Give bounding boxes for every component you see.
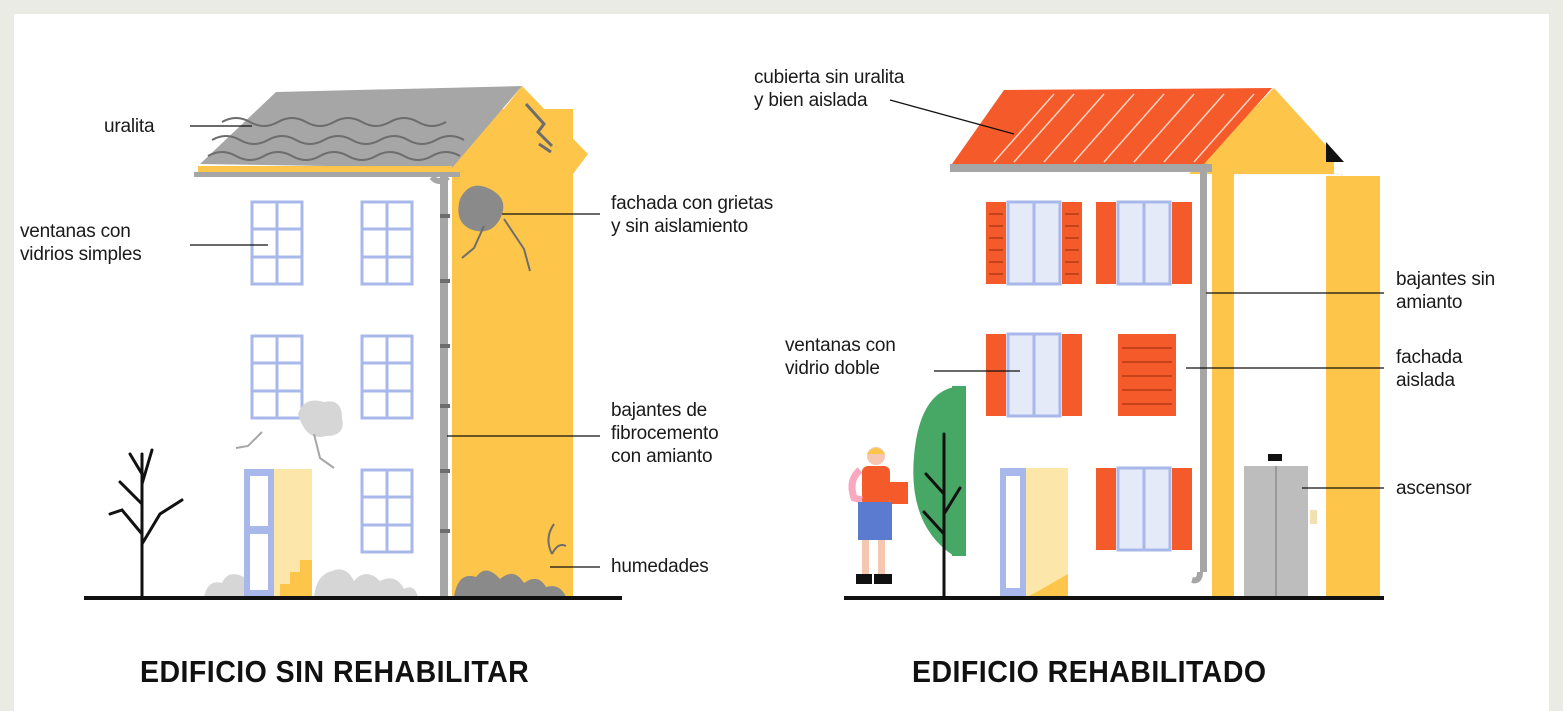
callout-lines bbox=[190, 99, 1384, 568]
new-pipe-wall bbox=[1212, 164, 1234, 598]
new-roof bbox=[952, 88, 1272, 164]
old-side-wall bbox=[452, 109, 573, 597]
label-old-windows: ventanas con vidrios simples bbox=[20, 221, 142, 265]
new-downpipe bbox=[1200, 172, 1207, 572]
old-facade bbox=[198, 174, 452, 598]
worker-person-icon bbox=[848, 447, 908, 584]
label-new-windows: ventanas con vidrio doble bbox=[785, 335, 896, 379]
label-old-roof: uralita bbox=[104, 116, 155, 137]
bare-tree-icon bbox=[108, 448, 184, 599]
crack-blob bbox=[458, 185, 504, 232]
old-gable bbox=[452, 86, 588, 174]
label-old-damp: humedades bbox=[611, 556, 709, 577]
old-roof bbox=[200, 86, 522, 168]
title-old-building: EDIFICIO SIN REHABILITAR bbox=[140, 654, 530, 689]
label-old-downpipes: bajantes de fibrocemento con amianto bbox=[611, 400, 719, 467]
old-windows bbox=[250, 200, 414, 554]
old-downpipe bbox=[440, 177, 448, 597]
label-new-roof: cubierta sin uralita y bien aislada bbox=[754, 67, 905, 111]
old-building bbox=[84, 86, 622, 600]
old-ground bbox=[84, 596, 622, 600]
label-old-facade: fachada con grietas y sin aislamiento bbox=[611, 193, 774, 237]
new-ground bbox=[844, 596, 1384, 600]
infographic-frame: uralita ventanas con vidrios simples fac… bbox=[14, 14, 1549, 711]
building-comparison-illustration bbox=[84, 86, 1384, 600]
new-windows bbox=[986, 200, 1192, 552]
label-new-elevator: ascensor bbox=[1396, 478, 1472, 499]
new-building bbox=[844, 88, 1384, 600]
label-new-downpipes: bajantes sin amianto bbox=[1396, 269, 1496, 313]
title-new-building: EDIFICIO REHABILITADO bbox=[912, 654, 1267, 689]
label-new-facade: fachada aislada bbox=[1396, 347, 1463, 391]
new-side-strip bbox=[1326, 176, 1380, 598]
damp-patch bbox=[454, 570, 566, 597]
